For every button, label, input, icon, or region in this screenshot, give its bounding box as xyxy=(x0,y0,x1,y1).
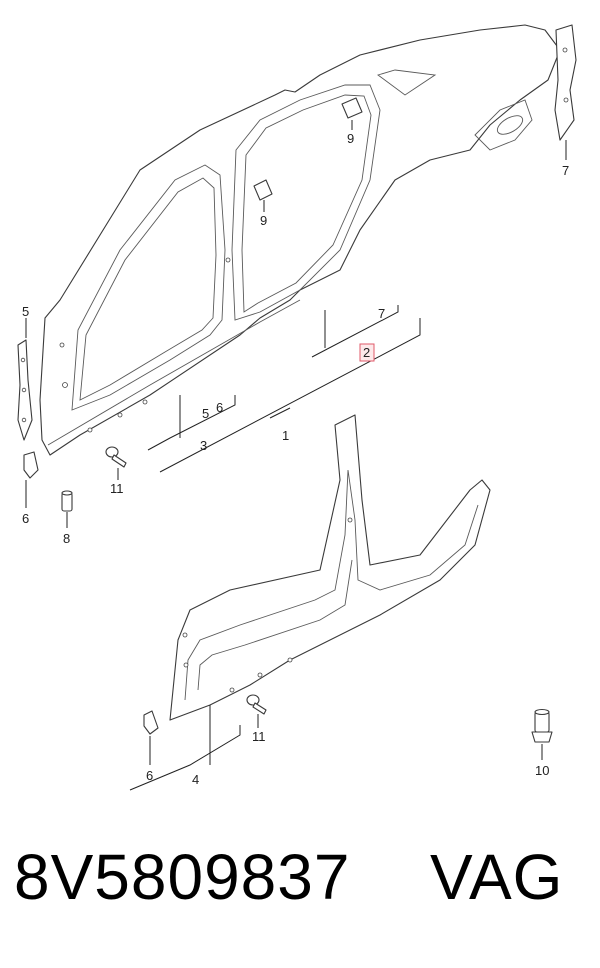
callout-9-upper: 9 xyxy=(347,131,354,146)
brand-label: VAG xyxy=(430,841,564,913)
callout-5-upper: 5 xyxy=(22,304,29,319)
leader-lines xyxy=(25,120,567,791)
callout-1: 1 xyxy=(282,428,289,443)
callout-2: 2 xyxy=(363,345,370,360)
part-8-sleeve xyxy=(61,490,73,512)
part-11-bolt-upper xyxy=(105,446,127,468)
callout-9-lower: 9 xyxy=(260,213,267,228)
callout-7-right: 7 xyxy=(562,163,569,178)
part-6-clip-lower xyxy=(143,710,159,735)
callout-4: 4 xyxy=(192,772,199,787)
part-11-bolt-lower xyxy=(246,694,267,715)
part-7-rear-bracket xyxy=(554,24,577,141)
part-number: 8V5809837 xyxy=(14,841,351,913)
callouts: 5 6 8 11 5 6 3 1 7 2 9 9 7 11 6 4 10 xyxy=(22,131,569,787)
callout-6-lower: 6 xyxy=(146,768,153,783)
part-9-sleeve-a xyxy=(341,97,363,119)
callout-6-upper: 6 xyxy=(22,511,29,526)
callout-2-highlight-box xyxy=(359,343,375,362)
callout-10: 10 xyxy=(535,763,549,778)
callout-8: 8 xyxy=(63,531,70,546)
callout-6-mid: 6 xyxy=(216,400,223,415)
parts-diagram: 5 6 8 11 5 6 3 1 7 2 9 9 7 11 6 4 10 xyxy=(17,24,577,791)
callout-3: 3 xyxy=(200,438,207,453)
callout-7-mid: 7 xyxy=(378,306,385,321)
part-9-sleeve-b xyxy=(253,179,273,201)
callout-5-lower: 5 xyxy=(202,406,209,421)
callout-11-lower: 11 xyxy=(252,729,266,744)
part-5-front-bracket xyxy=(17,339,33,441)
callout-11-upper: 11 xyxy=(110,481,124,496)
sill-panel-assembly xyxy=(169,414,491,721)
part-10-rivet-nut xyxy=(531,708,553,743)
part-6-clip-upper xyxy=(23,451,39,479)
side-panel-assembly xyxy=(39,24,561,456)
